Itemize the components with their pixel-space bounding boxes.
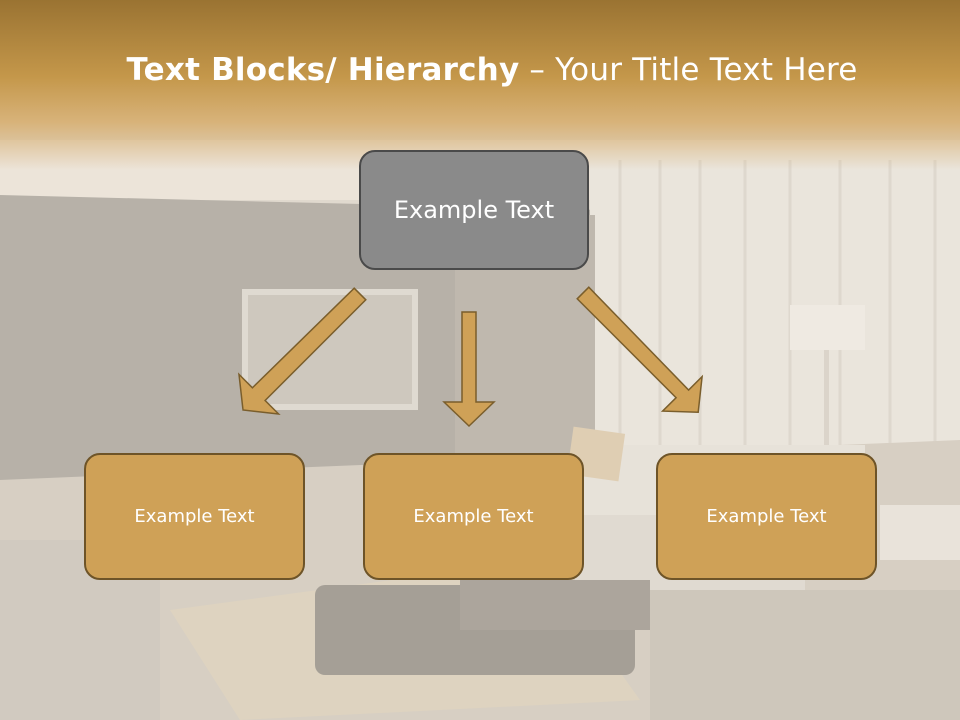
child-box-3-label: Example Text (706, 506, 827, 527)
title-band (0, 0, 960, 170)
root-box-label: Example Text (393, 196, 555, 224)
title-bold: Text Blocks/ Hierarchy (126, 52, 520, 88)
arrow-center (442, 311, 496, 428)
child-box-3[interactable]: Example Text (656, 453, 877, 580)
arrow-left (238, 287, 367, 415)
child-box-2-label: Example Text (413, 506, 534, 527)
arrow-right (576, 286, 704, 413)
child-box-2[interactable]: Example Text (363, 453, 584, 580)
child-box-1-label: Example Text (134, 506, 255, 527)
slide-title: Text Blocks/ Hierarchy – Your Title Text… (0, 52, 960, 88)
child-box-1[interactable]: Example Text (84, 453, 305, 580)
title-rest: – Your Title Text Here (519, 52, 858, 88)
root-box[interactable]: Example Text (359, 150, 589, 270)
